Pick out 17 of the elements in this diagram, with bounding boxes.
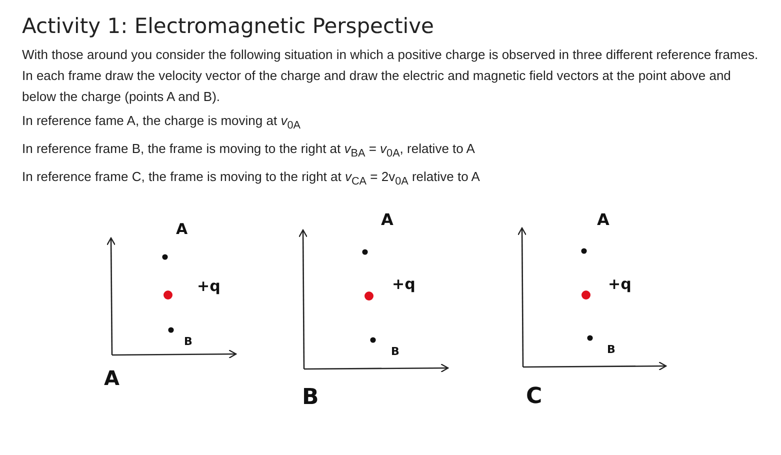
charge-label: +q <box>392 277 416 292</box>
instruction-paragraph: With those around you consider the following situation in which a positive charge is observed in three different reference frames. In each frame draw the velocity vector of the charge and draw the electric and magnetic field vectors at the point above and below the charge (points A and B). <box>22 46 760 106</box>
point-label: A <box>597 212 610 228</box>
frame-description: In reference frame B, the frame is moving to the right at v$_{BA}$ = v$_{0A}$, relative to A <box>22 140 475 162</box>
frame-description: In reference fame A, the charge is moving at v$_{0A}$ <box>22 112 300 134</box>
point-label: A <box>176 222 188 237</box>
point-label: B <box>607 344 616 355</box>
point-label: B <box>391 346 400 357</box>
worksheet-title: Activity 1: Electromagnetic Perspective <box>22 14 434 38</box>
charge-label: +q <box>197 279 220 294</box>
point-label: A <box>381 212 394 228</box>
point-label: B <box>184 336 192 347</box>
frame-label: B <box>302 387 319 409</box>
frame-label: C <box>526 386 542 408</box>
charge-label: +q <box>608 277 632 292</box>
frame-label: A <box>104 368 120 388</box>
frame-description: In reference frame C, the frame is moving to the right at v$_{CA}$ = 2v$_{0A}$ relative to A <box>22 168 480 190</box>
